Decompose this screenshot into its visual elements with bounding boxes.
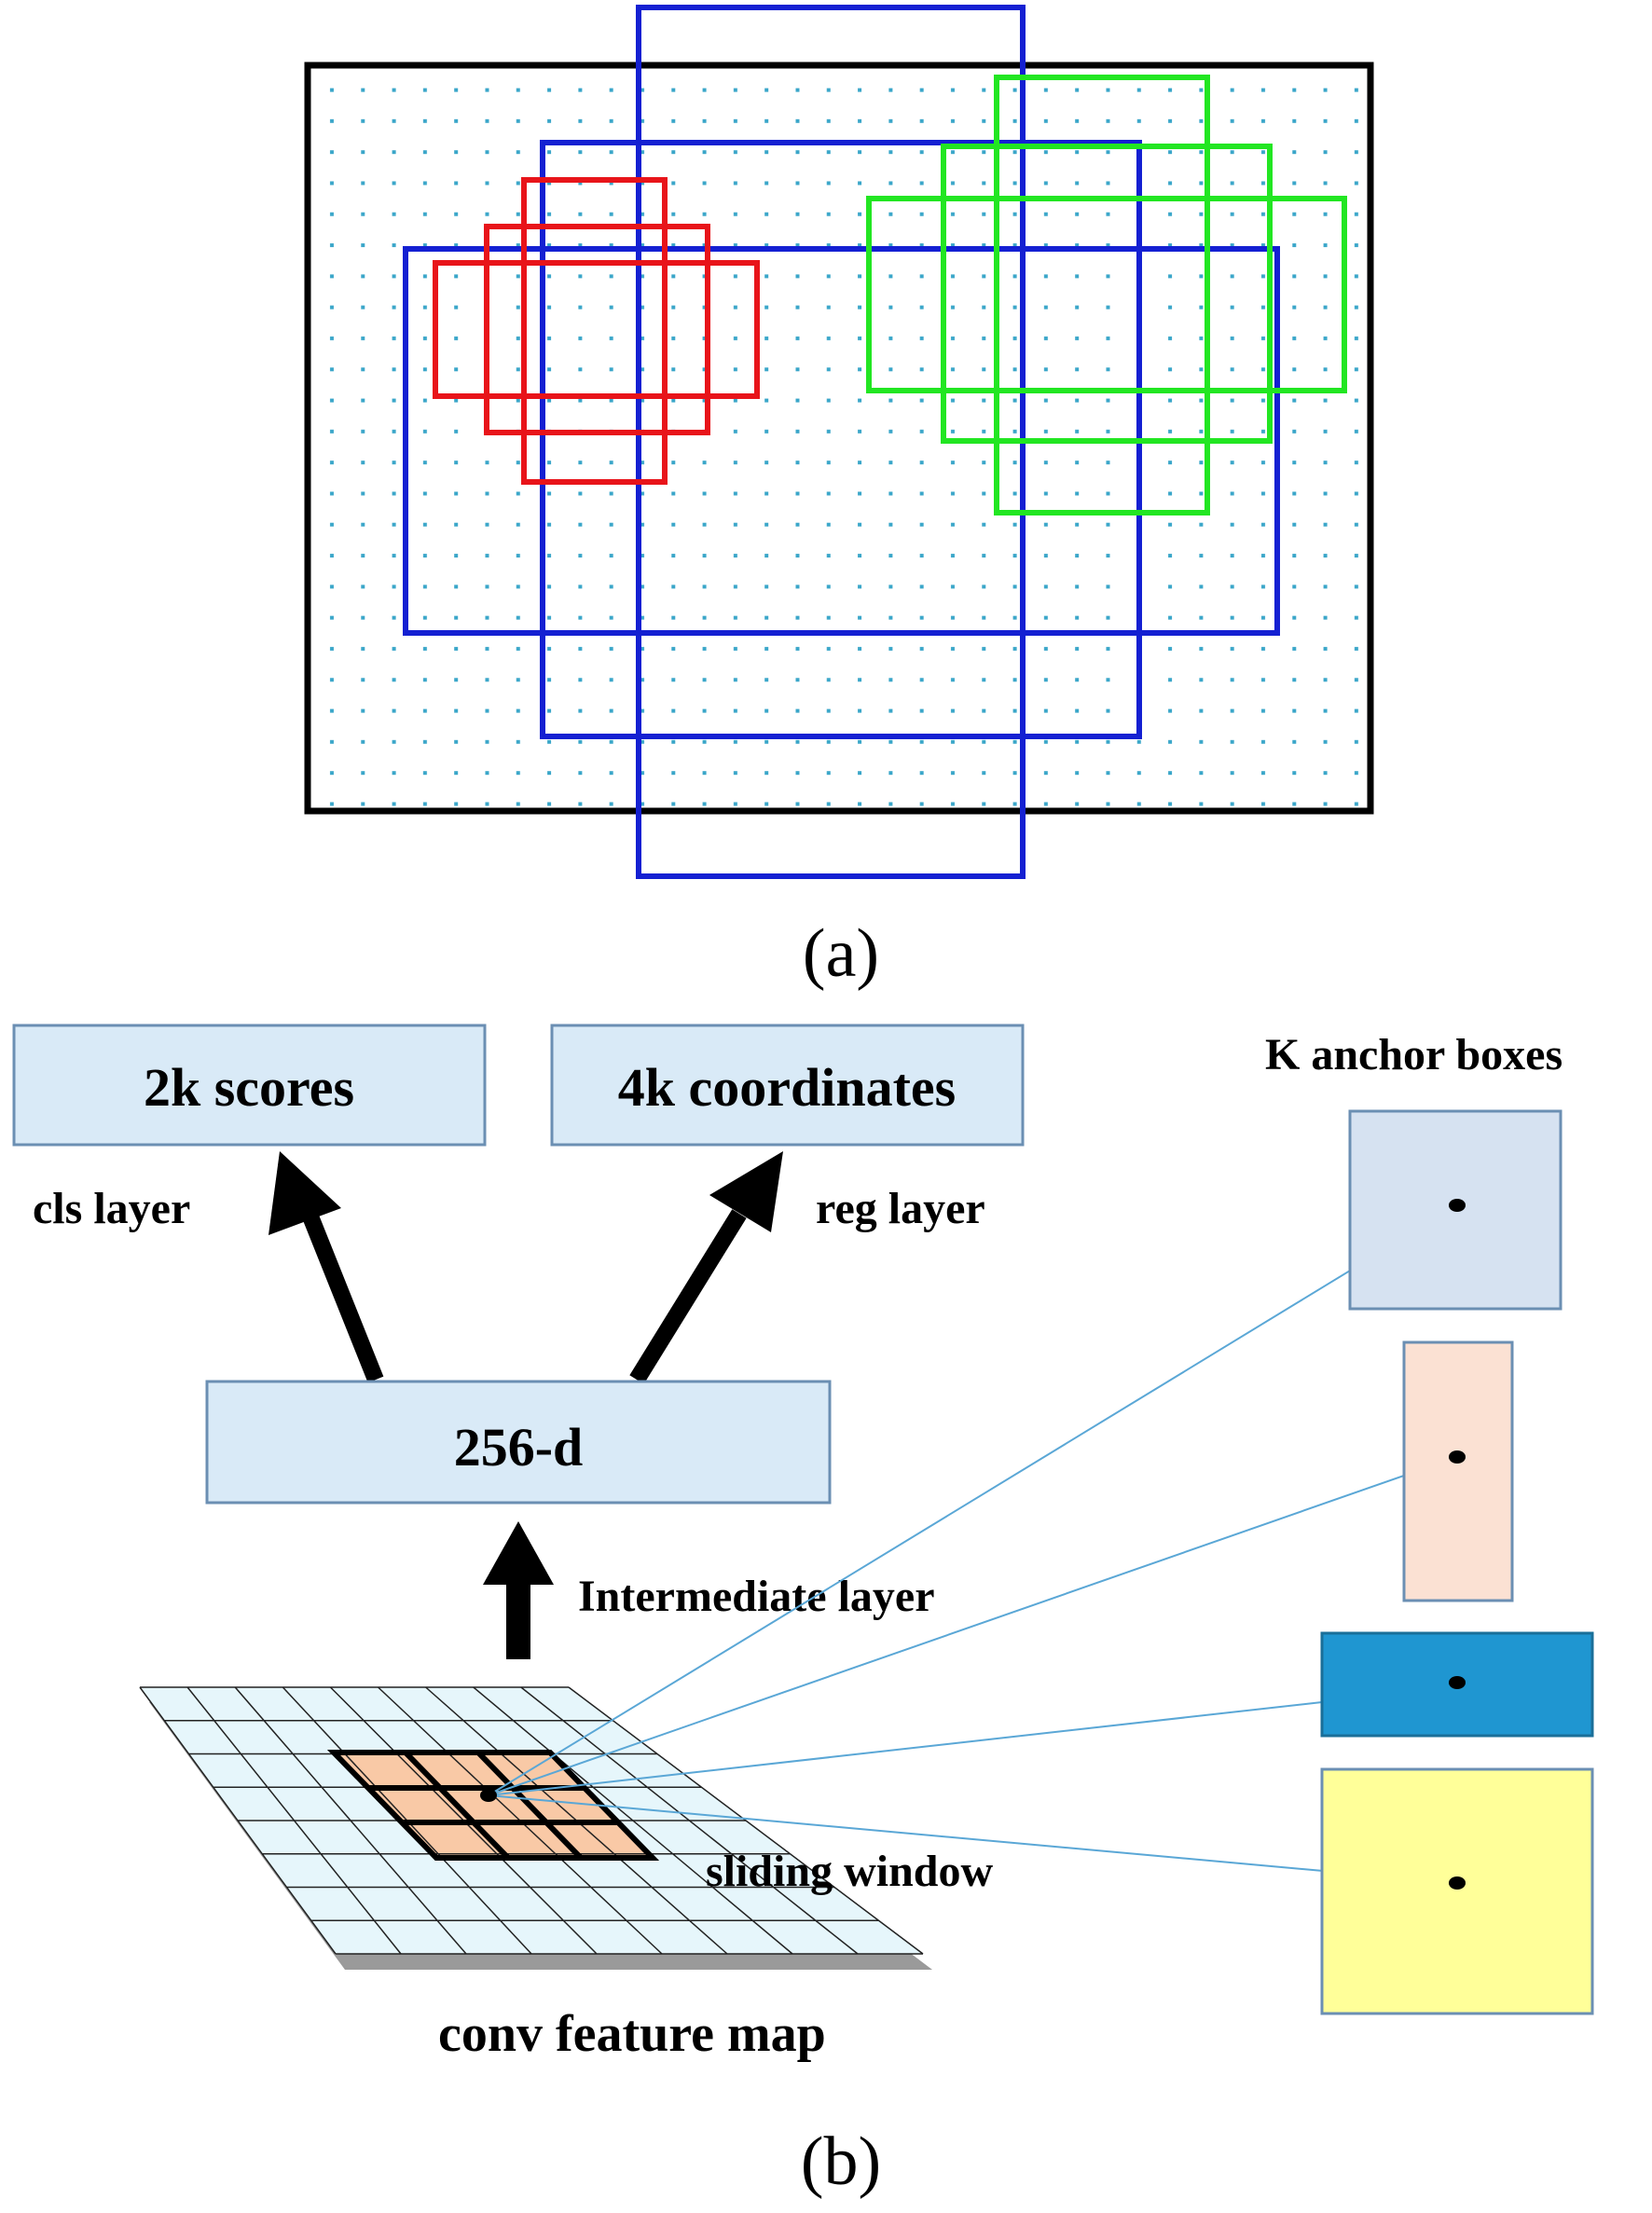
anchor-centers	[480, 1199, 1466, 1890]
panel-a: (a)	[304, 5, 1374, 992]
large-anchor-wide	[403, 246, 1280, 636]
up-arrow	[483, 1521, 554, 1659]
anchor-boxes-title: K anchor boxes	[1265, 1030, 1563, 1079]
grid-col-line	[234, 1686, 467, 1955]
anchor-box-large	[1320, 1767, 1594, 2015]
caption-a: (a)	[803, 915, 879, 992]
connector-lines	[488, 1204, 1458, 1884]
intermediate-box	[205, 1380, 832, 1505]
medium-anchor-tall	[994, 75, 1210, 515]
caption-b: (b)	[801, 2124, 881, 2200]
small-anchor-wide	[433, 260, 760, 399]
sliding-window-border	[326, 1750, 660, 1861]
anchor-box-tall	[1402, 1340, 1514, 1602]
conv-feature-map	[139, 1686, 932, 1970]
reg-arrow	[629, 1151, 783, 1384]
small-anchor-boxes	[433, 177, 760, 485]
coordinates-box	[550, 1024, 1025, 1147]
panel-b: 2k scores 4k coordinates cls layer reg l…	[12, 1024, 1594, 2200]
medium-anchor-wide	[866, 196, 1347, 393]
intermediate-box-label: 256-d	[454, 1417, 584, 1478]
intermediate-layer-label: Intermediate layer	[578, 1572, 935, 1621]
grid-col-line	[139, 1686, 337, 1955]
small-anchor-tall	[521, 177, 668, 485]
medium-anchor-square	[941, 144, 1273, 444]
cls-layer-label: cls layer	[33, 1184, 190, 1233]
medium-anchor-boxes	[866, 75, 1347, 515]
grid-col-line	[186, 1686, 402, 1955]
grid-col-line	[568, 1686, 924, 1955]
sliding-window-label: sliding window	[706, 1847, 993, 1896]
feature-map-label: conv feature map	[438, 2005, 826, 2063]
reg-layer-label: reg layer	[816, 1184, 985, 1233]
scores-box	[12, 1024, 487, 1147]
coordinates-box-label: 4k coordinates	[618, 1057, 957, 1118]
scores-box-label: 2k scores	[144, 1057, 354, 1118]
grid-col-line	[473, 1686, 793, 1955]
small-anchor-square	[484, 224, 710, 435]
cls-arrow	[268, 1151, 384, 1383]
grid-col-line	[520, 1686, 859, 1955]
